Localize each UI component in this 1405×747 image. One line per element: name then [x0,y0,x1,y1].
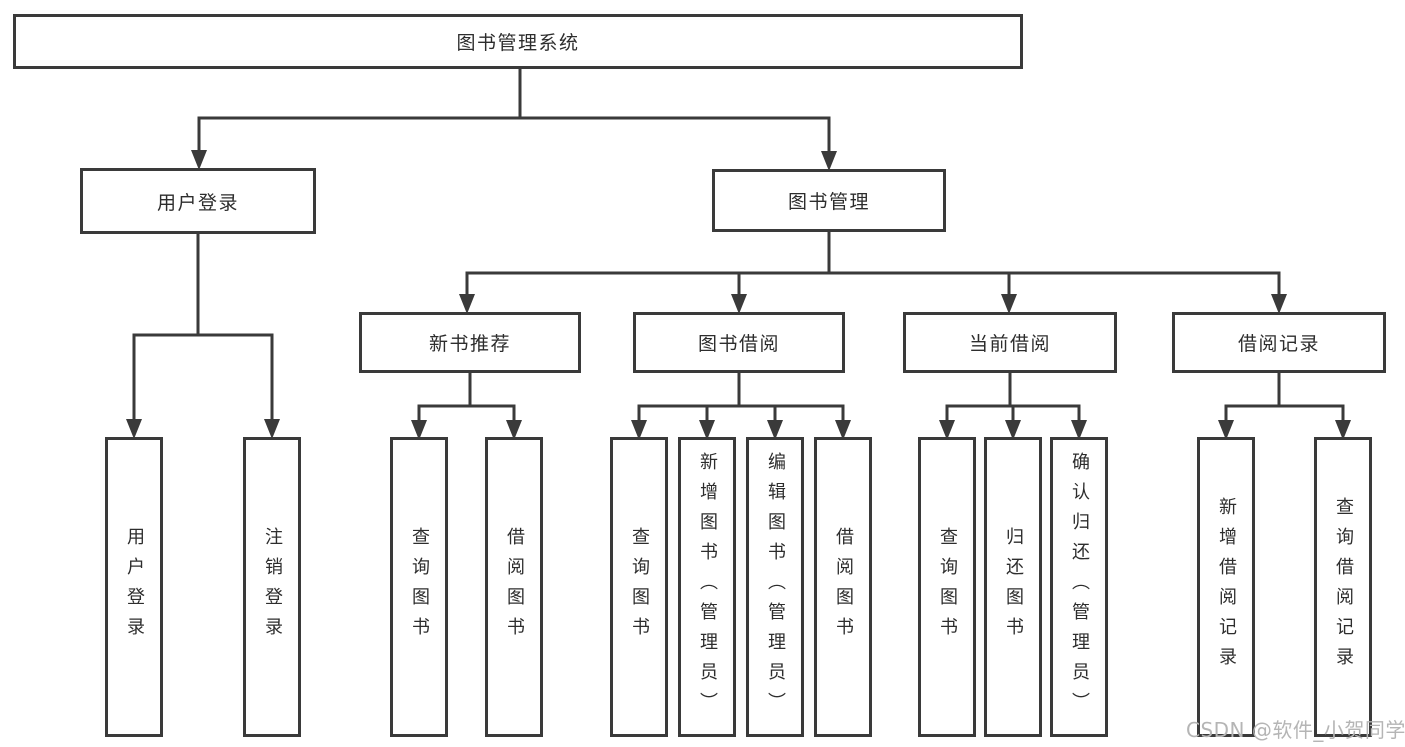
node-borrow-record: 借阅记录 [1172,312,1386,373]
csdn-watermark: CSDN @软件_小贺同学 [1186,718,1405,742]
arrow-down-icon [1005,420,1021,440]
arrow-down-icon [411,420,427,440]
node-bb-edit-label: 编辑图书（管理员） [765,452,786,722]
node-login: 用户登录 [105,437,163,737]
arrow-down-icon [459,294,475,314]
arrow-down-icon [264,419,280,439]
connector-bookmgmt-to-level3 [459,232,1287,314]
node-br-add: 新增借阅记录 [1197,437,1255,737]
node-br-add-label: 新增借阅记录 [1216,497,1237,677]
node-root: 图书管理系统 [13,14,1023,69]
connector-newbookrec-to-children [411,373,522,440]
arrow-down-icon [699,420,715,440]
node-cb-return: 归还图书 [984,437,1042,737]
node-logout: 注销登录 [243,437,301,737]
node-borrow-record-label: 借阅记录 [1237,333,1320,355]
node-root-label: 图书管理系统 [456,32,580,54]
node-book-mgmt-label: 图书管理 [787,191,870,213]
node-book-borrow: 图书借阅 [633,312,845,373]
node-bb-query-label: 查询图书 [629,527,650,647]
node-login-label: 用户登录 [124,527,145,647]
node-bb-borrow-label: 借阅图书 [833,527,854,647]
arrow-down-icon [191,150,207,170]
node-new-book-rec-label: 新书推荐 [428,333,511,355]
arrow-down-icon [939,420,955,440]
node-bb-query: 查询图书 [610,437,668,737]
arrow-down-icon [1218,420,1234,440]
node-bb-add-label: 新增图书（管理员） [697,452,718,722]
arrow-down-icon [767,420,783,440]
node-book-mgmt: 图书管理 [712,169,946,232]
node-br-query-label: 查询借阅记录 [1333,497,1354,677]
node-nb-query: 查询图书 [390,437,448,737]
arrow-down-icon [506,420,522,440]
arrow-down-icon [631,420,647,440]
node-cb-query-label: 查询图书 [937,527,958,647]
arrow-down-icon [731,294,747,314]
node-cb-confirm-label: 确认归还（管理员） [1069,452,1090,722]
arrow-down-icon [1271,294,1287,314]
connector-userlogin-to-children [126,234,280,439]
node-current-borrow-label: 当前借阅 [968,333,1051,355]
arrow-down-icon [821,151,837,171]
arrow-down-icon [1001,294,1017,314]
node-br-query: 查询借阅记录 [1314,437,1372,737]
connector-root-to-level1 [191,69,837,171]
node-nb-query-label: 查询图书 [409,527,430,647]
arrow-down-icon [835,420,851,440]
node-user-login: 用户登录 [80,168,316,234]
arrow-down-icon [1071,420,1087,440]
node-logout-label: 注销登录 [262,527,283,647]
node-cb-query: 查询图书 [918,437,976,737]
node-cb-confirm: 确认归还（管理员） [1050,437,1108,737]
arrow-down-icon [126,419,142,439]
node-cb-return-label: 归还图书 [1003,527,1024,647]
connector-bookborrow-to-children [631,373,851,440]
node-bb-borrow: 借阅图书 [814,437,872,737]
node-book-borrow-label: 图书借阅 [697,333,780,355]
connector-borrowrecord-to-children [1218,373,1351,440]
node-nb-borrow-label: 借阅图书 [504,527,525,647]
arrow-down-icon [1335,420,1351,440]
node-current-borrow: 当前借阅 [903,312,1117,373]
node-bb-edit: 编辑图书（管理员） [746,437,804,737]
node-new-book-rec: 新书推荐 [359,312,581,373]
connector-currentborrow-to-children [939,373,1087,440]
node-user-login-label: 用户登录 [156,191,239,214]
node-nb-borrow: 借阅图书 [485,437,543,737]
node-bb-add: 新增图书（管理员） [678,437,736,737]
